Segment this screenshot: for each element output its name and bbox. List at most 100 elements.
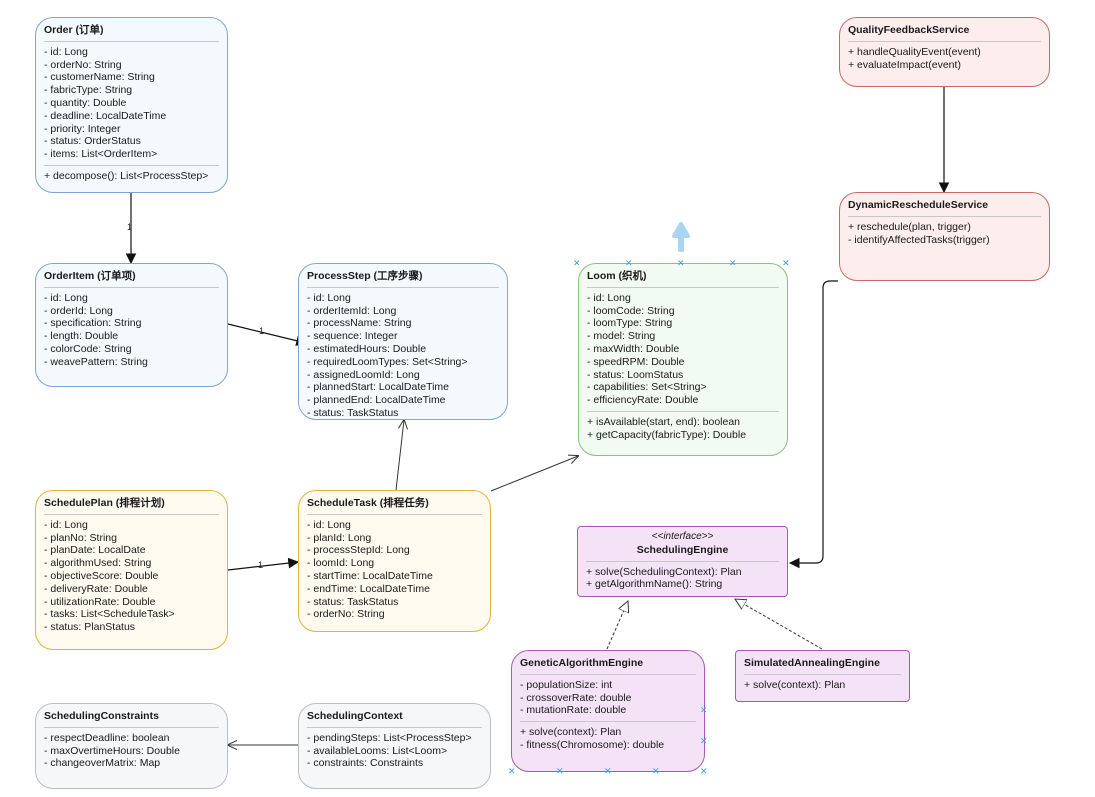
class-process-step[interactable]: ProcessStep (工序步骤) - id: Long - orderIte… xyxy=(298,263,508,420)
selection-handle-icon[interactable]: ✕ xyxy=(782,258,790,268)
divider xyxy=(520,673,696,675)
attribute: - constraints: Constraints xyxy=(307,757,424,770)
attribute: - objectiveScore: Double xyxy=(44,569,159,582)
attribute: - respectDeadline: boolean xyxy=(44,731,170,744)
selection-handle-icon[interactable]: ✕ xyxy=(700,705,708,715)
attribute: - orderNo: String xyxy=(44,58,122,71)
attribute: - planDate: LocalDate xyxy=(44,544,146,557)
divider xyxy=(520,721,696,723)
method: + decompose(): List<ProcessStep> xyxy=(44,169,209,182)
attribute: - pendingSteps: List<ProcessStep> xyxy=(307,731,472,744)
attribute: - availableLooms: List<Loom> xyxy=(307,744,448,757)
selection-handle-icon[interactable]: ✕ xyxy=(604,766,612,776)
attribute: - plannedEnd: LocalDateTime xyxy=(307,394,446,407)
class-title: GeneticAlgorithmEngine xyxy=(520,657,644,669)
attribute: - model: String xyxy=(587,330,656,343)
attribute: - capabilities: Set<String> xyxy=(587,381,707,394)
attribute: - endTime: LocalDateTime xyxy=(307,582,430,595)
attribute: - id: Long xyxy=(44,518,88,531)
class-simulated-annealing-engine[interactable]: SimulatedAnnealingEngine + solve(context… xyxy=(735,650,910,702)
attribute: - id: Long xyxy=(44,291,88,304)
class-title: ProcessStep (工序步骤) xyxy=(307,270,423,282)
attribute: - id: Long xyxy=(44,45,88,58)
divider xyxy=(587,410,779,412)
class-order[interactable]: Order (订单) - id: Long - orderNo: String … xyxy=(35,17,228,193)
method: + getAlgorithmName(): String xyxy=(586,578,723,591)
attribute: - loomType: String xyxy=(587,317,673,330)
interface-scheduling-engine[interactable]: <<interface>> SchedulingEngine + solve(S… xyxy=(577,526,788,597)
attribute: - status: OrderStatus xyxy=(44,135,141,148)
attribute: - maxOvertimeHours: Double xyxy=(44,744,180,757)
attribute: - speedRPM: Double xyxy=(587,355,685,368)
edge-orderitem-to-processstep xyxy=(227,323,308,346)
class-schedule-plan[interactable]: SchedulePlan (排程计划) - id: Long - planNo:… xyxy=(35,490,228,650)
edge-task-to-processstep xyxy=(395,420,404,491)
class-title: SchedulingContext xyxy=(307,710,403,722)
selection-handle-icon[interactable]: ✕ xyxy=(573,258,581,268)
divider xyxy=(44,513,219,515)
divider xyxy=(744,673,901,675)
attribute: - loomId: Long xyxy=(307,557,375,570)
class-title: Loom (织机) xyxy=(587,270,647,282)
attribute: - changeoverMatrix: Map xyxy=(44,757,161,770)
class-dynamic-reschedule-service[interactable]: DynamicRescheduleService + reschedule(pl… xyxy=(839,192,1050,281)
attribute: - sequence: Integer xyxy=(307,330,398,343)
class-scheduling-constraints[interactable]: SchedulingConstraints - respectDeadline:… xyxy=(35,703,228,789)
attribute: - utilizationRate: Double xyxy=(44,595,156,608)
attribute: - priority: Integer xyxy=(44,122,121,135)
selection-handle-icon[interactable]: ✕ xyxy=(556,766,564,776)
attribute: - estimatedHours: Double xyxy=(307,342,427,355)
attribute: - id: Long xyxy=(307,291,351,304)
method: - identifyAffectedTasks(trigger) xyxy=(848,233,990,246)
attribute: - customerName: String xyxy=(44,71,155,84)
attribute: - status: PlanStatus xyxy=(44,621,136,634)
selection-handle-icon[interactable]: ✕ xyxy=(652,766,660,776)
selection-handle-icon[interactable]: ✕ xyxy=(700,766,708,776)
selection-handle-icon[interactable]: ✕ xyxy=(625,258,633,268)
attributes-list: - id: Long - orderNo: String - customerN… xyxy=(44,46,219,161)
class-title: QualityFeedbackService xyxy=(848,24,970,36)
selection-handle-icon[interactable]: ✕ xyxy=(508,766,516,776)
class-title: ScheduleTask (排程任务) xyxy=(307,497,429,509)
class-loom[interactable]: Loom (织机) - id: Long - loomCode: String … xyxy=(578,263,788,456)
class-genetic-algorithm-engine[interactable]: GeneticAlgorithmEngine - populationSize:… xyxy=(511,650,705,772)
method: - fitness(Chromosome): double xyxy=(520,738,665,751)
method: + reschedule(plan, trigger) xyxy=(848,220,971,233)
class-title: SchedulingConstraints xyxy=(44,710,159,722)
attribute: - deadline: LocalDateTime xyxy=(44,109,167,122)
class-quality-feedback-service[interactable]: QualityFeedbackService + handleQualityEv… xyxy=(839,17,1050,87)
class-scheduling-context[interactable]: SchedulingContext - pendingSteps: List<P… xyxy=(298,703,491,789)
method: + solve(SchedulingContext): Plan xyxy=(586,565,742,578)
attribute: - orderNo: String xyxy=(307,608,385,621)
class-order-item[interactable]: OrderItem (订单项) - id: Long - orderId: Lo… xyxy=(35,263,228,387)
attribute: - processName: String xyxy=(307,317,412,330)
attribute: - maxWidth: Double xyxy=(587,342,680,355)
selection-handle-icon[interactable]: ✕ xyxy=(700,736,708,746)
attribute: - crossoverRate: double xyxy=(520,691,632,704)
attribute: - id: Long xyxy=(307,518,351,531)
attribute: - quantity: Double xyxy=(44,96,127,109)
attribute: - processStepId: Long xyxy=(307,544,410,557)
stereotype-label: <<interface>> xyxy=(651,531,714,542)
class-title: SchedulePlan (排程计划) xyxy=(44,497,165,509)
attribute: - specification: String xyxy=(44,317,142,330)
method: + solve(context): Plan xyxy=(744,678,846,691)
class-schedule-task[interactable]: ScheduleTask (排程任务) - id: Long - planId:… xyxy=(298,490,491,632)
attribute: - tasks: List<ScheduleTask> xyxy=(44,608,175,621)
class-title: Order (订单) xyxy=(44,24,104,36)
divider xyxy=(848,40,1041,42)
method: + handleQualityEvent(event) xyxy=(848,45,981,58)
attribute: - requiredLoomTypes: Set<String> xyxy=(307,355,468,368)
attribute: - orderItemId: Long xyxy=(307,304,397,317)
attribute: - weavePattern: String xyxy=(44,355,148,368)
selection-handle-icon[interactable]: ✕ xyxy=(677,258,685,268)
attribute: - startTime: LocalDateTime xyxy=(307,569,433,582)
attribute: - assignedLoomId: Long xyxy=(307,368,420,381)
attribute: - efficiencyRate: Double xyxy=(587,394,699,407)
divider xyxy=(44,286,219,288)
selection-handle-icon[interactable]: ✕ xyxy=(729,258,737,268)
edge-reschedule-to-engine xyxy=(788,280,838,569)
class-title: SchedulingEngine xyxy=(636,543,729,556)
divider xyxy=(587,286,779,288)
